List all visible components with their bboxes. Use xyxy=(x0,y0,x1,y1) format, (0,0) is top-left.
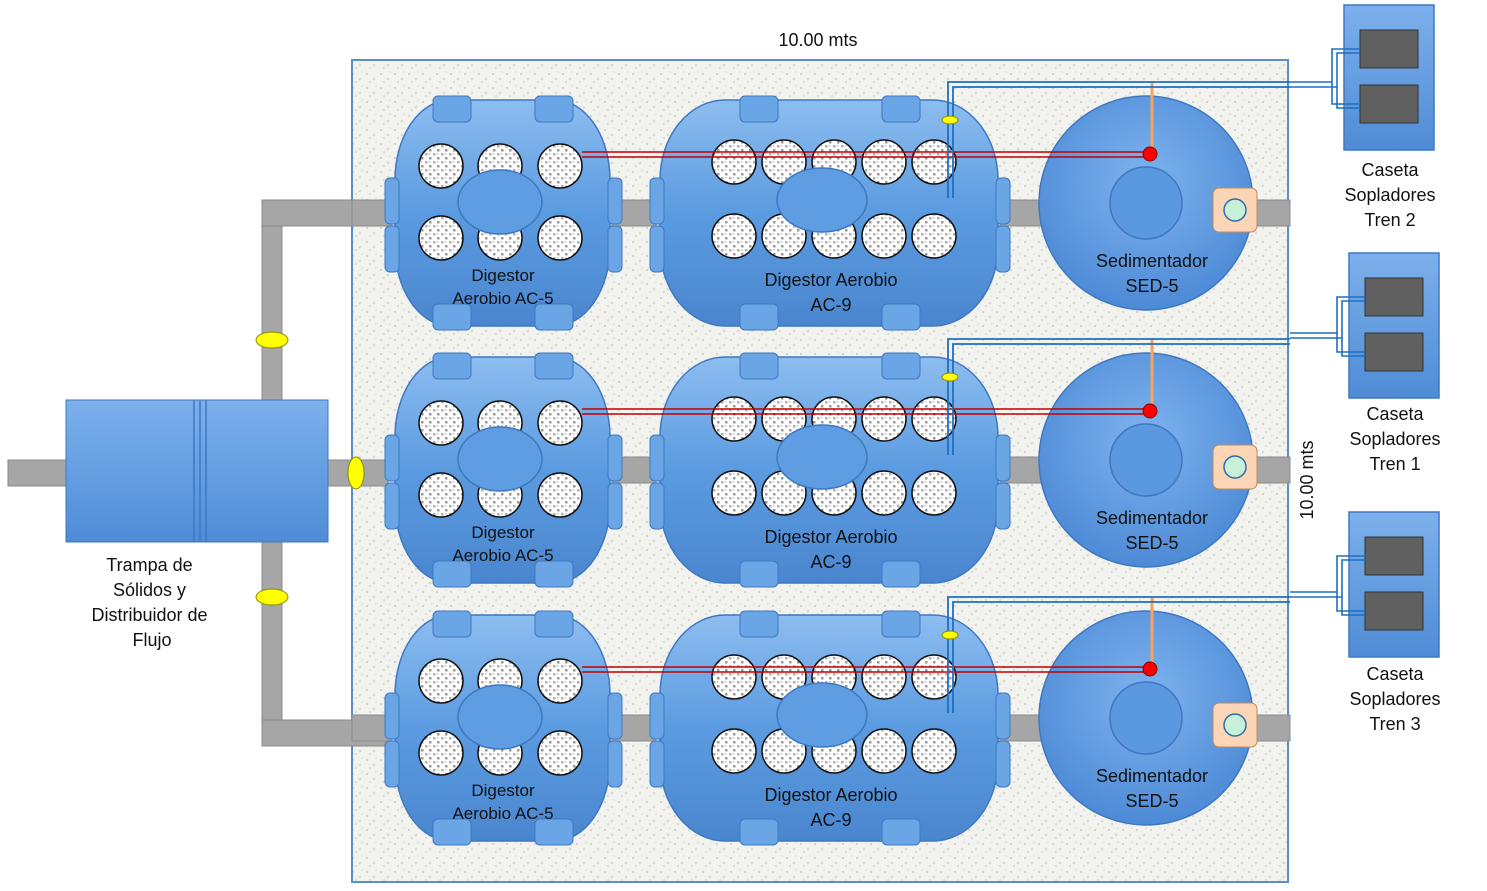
diffuser xyxy=(537,472,583,518)
solids-trap xyxy=(65,399,329,543)
blower-unit xyxy=(1364,277,1424,317)
diffuser xyxy=(861,213,907,259)
diffuser xyxy=(861,470,907,516)
blower-line xyxy=(947,338,1290,455)
blower-unit xyxy=(1364,536,1424,576)
center-well xyxy=(1109,166,1183,240)
diffuser xyxy=(711,396,757,442)
valve-lower xyxy=(255,588,289,606)
blower-unit xyxy=(1359,29,1419,69)
blower-line xyxy=(947,81,1290,198)
diffuser xyxy=(537,143,583,189)
diffuser xyxy=(537,215,583,261)
manhole xyxy=(457,684,543,750)
diffuser xyxy=(711,213,757,259)
air-valve xyxy=(941,115,959,125)
sensor-dot xyxy=(1142,661,1158,677)
inlet-pipe xyxy=(7,459,71,487)
blower-unit xyxy=(1359,84,1419,124)
distribution-riser-upper xyxy=(261,199,283,403)
top-dimension-label: 10.00 mts xyxy=(778,30,857,50)
center-well xyxy=(1109,681,1183,755)
diffuser xyxy=(711,139,757,185)
solids-trap-label: Trampa de Sólidos y Distribuidor de Fluj… xyxy=(91,555,212,650)
air-valve xyxy=(941,372,959,382)
diffuser xyxy=(418,400,464,446)
diffuser xyxy=(418,143,464,189)
sensor-dot xyxy=(1142,146,1158,162)
diffuser xyxy=(911,139,957,185)
diffuser xyxy=(911,213,957,259)
diffuser xyxy=(537,658,583,704)
diffuser xyxy=(861,396,907,442)
diffuser xyxy=(911,470,957,516)
diffuser xyxy=(711,470,757,516)
valve-upper xyxy=(255,331,289,349)
air-valve xyxy=(941,630,959,640)
center-well xyxy=(1109,423,1183,497)
manhole xyxy=(457,426,543,492)
diffuser xyxy=(911,654,957,700)
valve-middle xyxy=(347,456,365,490)
diffuser xyxy=(418,730,464,776)
right-dimension-label: 10.00 mts xyxy=(1297,440,1317,519)
diffuser xyxy=(537,730,583,776)
manhole xyxy=(457,169,543,235)
diffuser xyxy=(711,654,757,700)
manhole xyxy=(776,424,868,490)
blower-unit xyxy=(1364,332,1424,372)
diffuser xyxy=(861,728,907,774)
diffuser xyxy=(861,139,907,185)
diffuser xyxy=(911,728,957,774)
manhole xyxy=(776,167,868,233)
diffuser xyxy=(711,728,757,774)
diffuser xyxy=(418,472,464,518)
blower-line xyxy=(947,596,1290,713)
blower-unit xyxy=(1364,591,1424,631)
diffuser xyxy=(911,396,957,442)
sensor-dot xyxy=(1142,403,1158,419)
distribution-riser-lower xyxy=(261,539,283,743)
diffuser xyxy=(418,215,464,261)
manhole xyxy=(776,682,868,748)
diffuser xyxy=(861,654,907,700)
diffuser xyxy=(537,400,583,446)
diffuser xyxy=(418,658,464,704)
